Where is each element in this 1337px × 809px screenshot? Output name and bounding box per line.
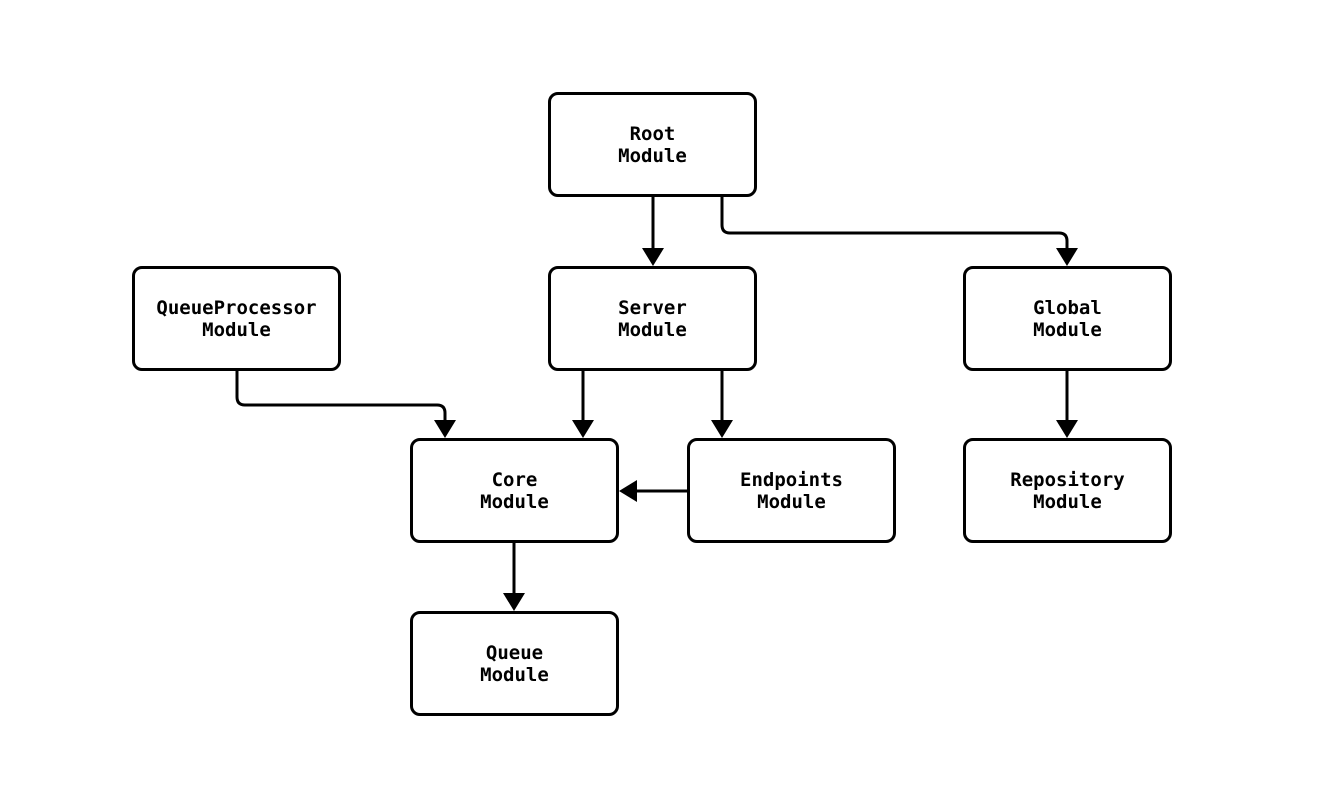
node-label-line2: Module	[618, 318, 687, 341]
arrowhead-icon	[503, 593, 525, 611]
edge-line	[720, 197, 1069, 249]
node-label-line1: Core	[491, 468, 538, 491]
edge-root-to-server	[642, 197, 664, 266]
node-label-line1: Queue	[485, 641, 544, 664]
edge-server-to-core	[572, 371, 594, 438]
node-label-line2: Module	[1033, 318, 1102, 341]
edge-queueprocessor-to-core	[235, 371, 456, 438]
edge-core-to-queue	[503, 543, 525, 611]
edge-global-to-repository	[1056, 371, 1078, 438]
node-label-line1: Endpoints	[740, 468, 843, 491]
node-queueprocessor-module: QueueProcessor Module	[132, 266, 341, 371]
node-label-line2: Module	[757, 490, 826, 513]
arrowhead-icon	[572, 420, 594, 438]
edge-root-to-global	[720, 197, 1078, 266]
arrowhead-icon	[619, 480, 637, 502]
node-label-line2: Module	[480, 490, 549, 513]
node-label-line1: Repository	[1010, 468, 1125, 491]
node-label-line2: Module	[1033, 490, 1102, 513]
node-queue-module: Queue Module	[410, 611, 619, 716]
node-label-line2: Module	[202, 318, 271, 341]
node-label-line1: Root	[629, 122, 676, 145]
edge-endpoints-to-core	[619, 480, 687, 502]
arrowhead-icon	[642, 248, 664, 266]
node-server-module: Server Module	[548, 266, 757, 371]
node-core-module: Core Module	[410, 438, 619, 543]
node-root-module: Root Module	[548, 92, 757, 197]
node-repository-module: Repository Module	[963, 438, 1172, 543]
arrowhead-icon	[1056, 248, 1078, 266]
edge-server-to-endpoints	[711, 371, 733, 438]
arrowhead-icon	[711, 420, 733, 438]
node-endpoints-module: Endpoints Module	[687, 438, 896, 543]
node-global-module: Global Module	[963, 266, 1172, 371]
node-label-line2: Module	[618, 144, 687, 167]
node-label-line1: Global	[1033, 296, 1102, 319]
arrowhead-icon	[1056, 420, 1078, 438]
arrowhead-icon	[434, 420, 456, 438]
node-label-line2: Module	[480, 663, 549, 686]
node-label-line1: Server	[618, 296, 687, 319]
node-label-line1: QueueProcessor	[156, 296, 317, 319]
edge-line	[235, 371, 447, 421]
